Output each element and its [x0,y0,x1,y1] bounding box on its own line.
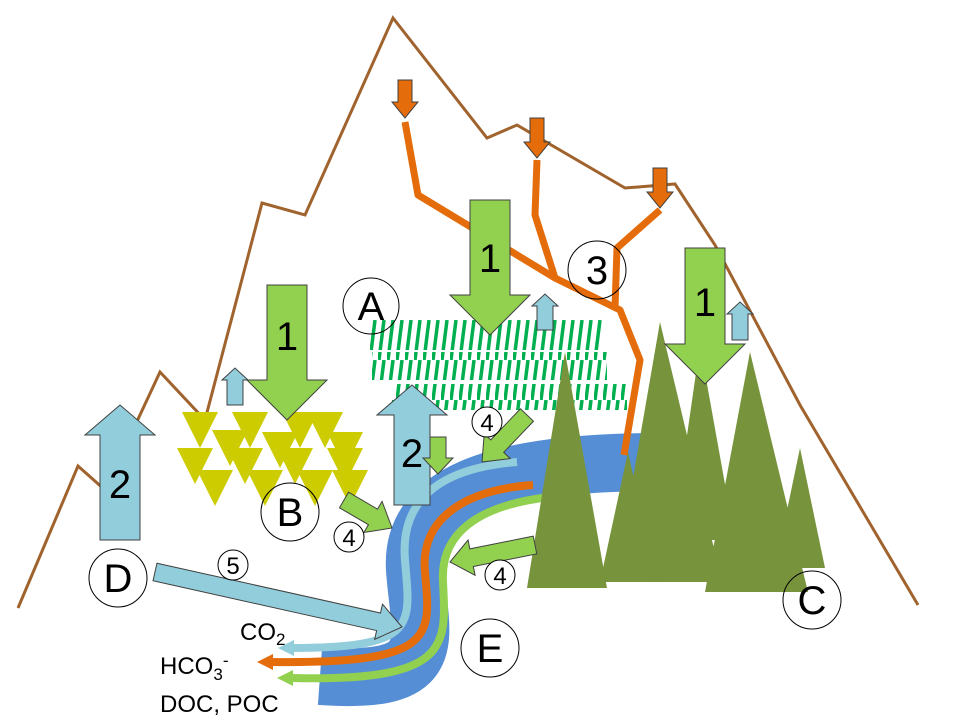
label-D: D [104,557,133,601]
uptake-arrow-1-grass [448,199,532,336]
shrub-triangle [307,412,343,448]
label-5: 5 [226,553,239,580]
forest-C [527,322,825,592]
circle-label-4-shrub: 4 [333,521,365,553]
circle-label-4-forest: 4 [484,559,516,591]
river-input-arrow [421,436,455,475]
weathering-input-arrow [522,117,552,159]
label-3: 3 [586,249,608,293]
circle-label-5: 5 [217,549,249,581]
shrub-triangle [197,470,233,506]
hco3-superscript: - [223,651,229,670]
label-2-river: 2 [401,432,423,476]
label-4: 4 [493,563,506,590]
soil-respiration-arrow-2 [83,404,157,541]
flux-arrows [83,79,755,641]
hco3-arrowhead [257,654,273,670]
shrub-triangle [182,412,218,448]
lateral-transfer-arrow-4-grass [481,408,535,463]
river-outgassing-arrow-2 [375,384,449,506]
label-C: C [798,579,827,623]
circle-label-4-grass: 4 [471,406,503,438]
co2-stream [289,458,518,652]
lateral-transfer-arrow-4-shrub [338,491,393,534]
co2-arrowhead [278,640,294,656]
co2-label: CO2 [240,619,285,649]
weathering-input-arrow [645,167,675,209]
label-E: E [477,627,504,671]
circle-label-C: C [782,570,842,630]
doc-poc-label: DOC, POC [160,691,279,718]
label-1-shrub: 1 [276,315,298,359]
shrub-triangle [332,470,368,506]
co2-base: CO [240,619,276,646]
circle-label-A: A [342,277,400,335]
river [257,433,661,707]
label-B: B [277,491,304,535]
label-A: A [358,285,385,329]
respiration-arrow-forest [725,301,755,341]
uptake-arrow-1-forest [663,247,747,385]
hco3-label: HCO3- [160,651,228,684]
label-1-forest: 1 [694,281,716,325]
shrubs-B [177,412,368,506]
shrub-triangle [247,470,283,506]
label-4: 4 [342,525,355,552]
circle-label-3: 3 [567,240,627,300]
hco3-base: HCO [160,653,213,680]
lateral-transfer-arrow-4-forest [449,535,538,577]
shrub-triangle [177,448,213,484]
label-2-soil: 2 [109,463,131,507]
shrub-triangle [227,448,263,484]
shrub-triangle [327,448,363,484]
weathering-input-arrow [390,79,420,119]
hco3-subscript: 3 [213,665,222,684]
circle-label-E: E [460,618,520,678]
label-1-grass: 1 [479,237,501,281]
circle-label-D: D [88,548,148,608]
co2-subscript: 2 [276,630,285,649]
weathering-streams [401,121,663,456]
hco3-stream [271,481,534,667]
shrub-triangle [232,412,268,448]
groundwater-arrow-5 [152,562,403,641]
label-4: 4 [480,410,493,437]
shrub-triangle [277,448,313,484]
doc-poc-stream [291,493,551,683]
shrub-triangle [282,412,318,448]
uptake-arrow-1-shrub [245,284,329,421]
doc-poc-arrowhead [277,670,293,686]
shrub-triangle [297,470,333,506]
circle-label-B: B [260,482,320,542]
respiration-arrow-grass [530,293,560,331]
respiration-arrow-shrub [220,367,250,406]
